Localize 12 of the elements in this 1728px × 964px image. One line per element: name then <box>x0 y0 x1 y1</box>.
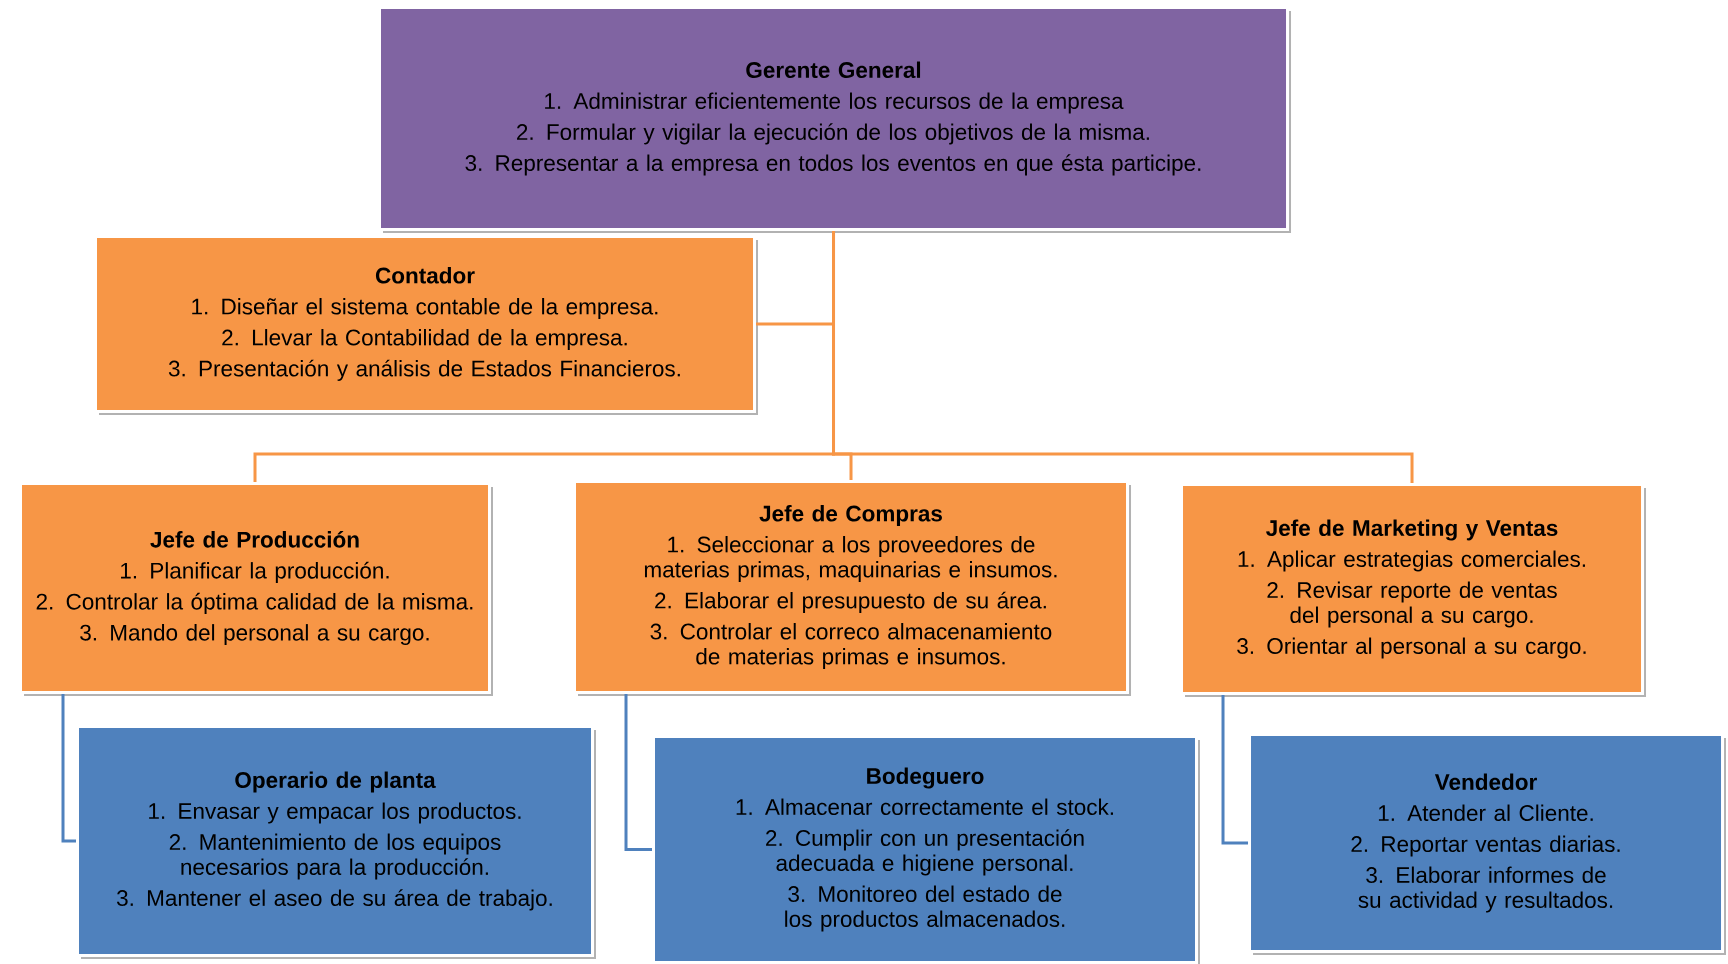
role-box: Contador 1. Diseñar el sistema contable de la empresa. 2. Llevar la Contabilidad de la empresa. 3. Presentación y análisis de Estados Financieros. <box>94 235 758 415</box>
role-box: Jefe de Marketing y Ventas 1. Aplicar estrategias comerciales. 2. Revisar reporte de ventas del personal a su cargo. 3. Orientar al personal a su cargo. <box>1180 483 1646 697</box>
connector-line <box>624 694 652 851</box>
connector-line <box>832 231 1414 483</box>
role-box: Jefe de Compras 1. Seleccionar a los proveedores de materias primas, maquinarias e insumos. 2. Elaborar el presupuesto de su área. 3. Controlar el correco almacenamiento de materias primas e insumos. <box>573 480 1131 696</box>
connector-line <box>61 694 76 843</box>
role-box: Gerente General 1. Administrar eficientemente los recursos de la empresa 2. Formular y vigilar la ejecución de los objetivos de la misma. 3. Representar a la empresa en todos los eventos en que ésta participe. <box>378 6 1291 233</box>
connector-line <box>1221 695 1248 845</box>
role-box: Vendedor 1. Atender al Cliente. 2. Reportar ventas diarias. 3. Elaborar informes de su actividad y resultados. <box>1248 733 1726 955</box>
role-box: Bodeguero 1. Almacenar correctamente el stock. 2. Cumplir con un presentación adecuada e higiene personal. 3. Monitoreo del estado de los productos almacenados. <box>652 735 1200 964</box>
role-box: Jefe de Producción 1. Planificar la producción. 2. Controlar la óptima calidad de la misma. 3. Mando del personal a su cargo. <box>19 482 493 696</box>
role-box: Operario de planta 1. Envasar y empacar los productos. 2. Mantenimiento de los equipos necesarios para la producción. 3. Mantener el aseo de su área de trabajo. <box>76 725 596 959</box>
